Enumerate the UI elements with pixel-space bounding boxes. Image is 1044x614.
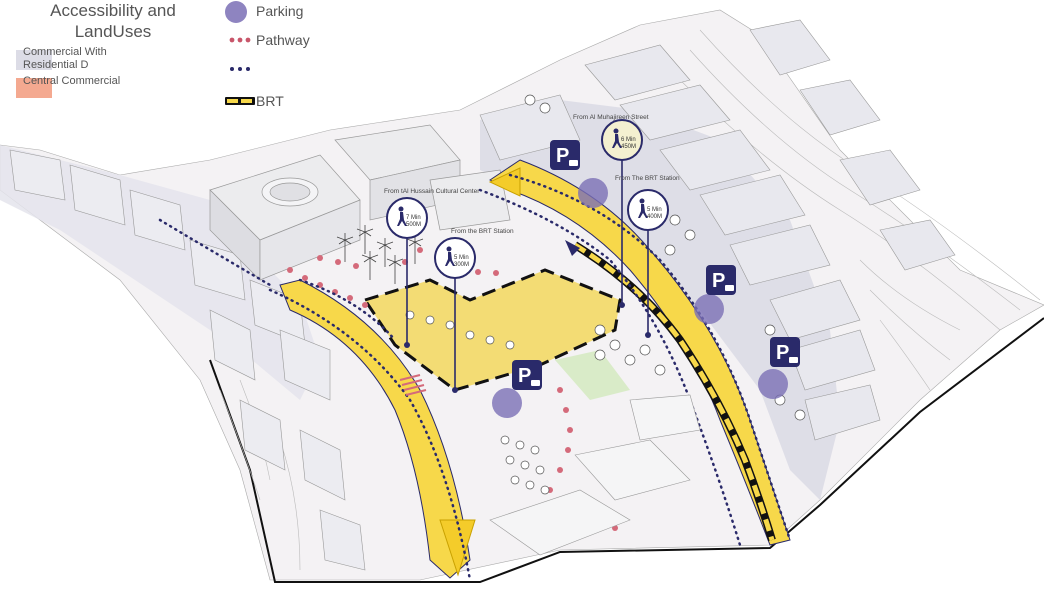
central-commercial-label: Central Commercial [23, 75, 121, 87]
walk-pin-4: 5 Min 400M [627, 189, 669, 231]
project-site [362, 268, 622, 392]
walk-pin-1-dist: 500M [406, 222, 421, 228]
brt-line-dash [573, 242, 775, 541]
central-commercial-swatch [16, 78, 52, 98]
walk-pin-4-dist: 400M [647, 214, 662, 220]
green-patch [555, 350, 630, 400]
label-brt-station-right: From The BRT Station [615, 175, 680, 182]
buildings-lower [489, 394, 701, 556]
arrow-up-left [565, 240, 580, 256]
commercial-residential-label: Commercial With Residential D [23, 46, 107, 72]
walk-pin-2-min: 5 Min [454, 255, 469, 261]
commercial-residential-swatch [16, 50, 52, 70]
buildings-right [479, 19, 956, 441]
legend-pathway-label: Pathway [256, 32, 310, 48]
arrow-down [439, 519, 476, 577]
legend-parking-symbol [225, 1, 247, 23]
legend-parking-label: Parking [256, 3, 304, 19]
site-boundary [209, 317, 1044, 583]
legend-navy-dots-symbol [230, 67, 250, 71]
cultural-center-buildings [209, 124, 511, 281]
parking-icon: P P P P [512, 140, 800, 390]
parking-circle-1 [578, 178, 608, 208]
walking-person-icon [445, 246, 455, 266]
legend-title-line2: LandUses [74, 22, 152, 41]
palm-trees [336, 225, 424, 284]
walk-pin-4-min: 5 Min [647, 207, 662, 213]
parking-circle-2 [694, 294, 724, 324]
walk-pin-2: 5 Min 300M [434, 237, 476, 279]
label-al-hussain: From tAl Hussain Cultural Center [384, 188, 480, 195]
walking-person-icon [638, 198, 648, 218]
legend-pathway-symbol [229, 37, 251, 43]
walk-pin-3-dist: 450M [621, 144, 636, 150]
walking-person-icon [612, 128, 622, 148]
walking-person-icon [397, 206, 407, 226]
crosswalk [399, 374, 427, 396]
walk-pin-2-dist: 300M [454, 262, 469, 268]
parking-circle-4 [492, 388, 522, 418]
label-al-muhajireen: From Al Muhajireen Street [573, 114, 649, 121]
buildings-left [9, 149, 366, 571]
walk-pin-1: 7 Min 500M [386, 197, 428, 239]
svg-text:P: P [712, 270, 725, 292]
legend-title-line1: Accessibility and [50, 1, 176, 20]
svg-text:P: P [776, 342, 789, 364]
legend-title: Accessibility and LandUses [23, 0, 203, 42]
walk-pin-3: 6 Min 450M [601, 119, 643, 161]
label-brt-station-left: From the BRT Station [451, 228, 514, 235]
walk-pin-3-min: 6 Min [621, 137, 636, 143]
commercial-residential-line2: Residential D [23, 59, 89, 71]
legend-brt-symbol [225, 97, 255, 105]
parking-circle-3 [758, 369, 788, 399]
arrow-left [488, 167, 521, 197]
svg-text:P: P [518, 365, 531, 387]
svg-text:P: P [556, 145, 569, 167]
walk-pin-dots [404, 302, 651, 393]
walk-pin-stems [406, 160, 649, 390]
commercial-residential-line1: Commercial With [23, 46, 107, 58]
parking-circles [492, 178, 788, 418]
legend-brt-label: BRT [256, 93, 284, 109]
legend-symbols [225, 1, 255, 105]
walk-pin-1-min: 7 Min [406, 215, 421, 221]
